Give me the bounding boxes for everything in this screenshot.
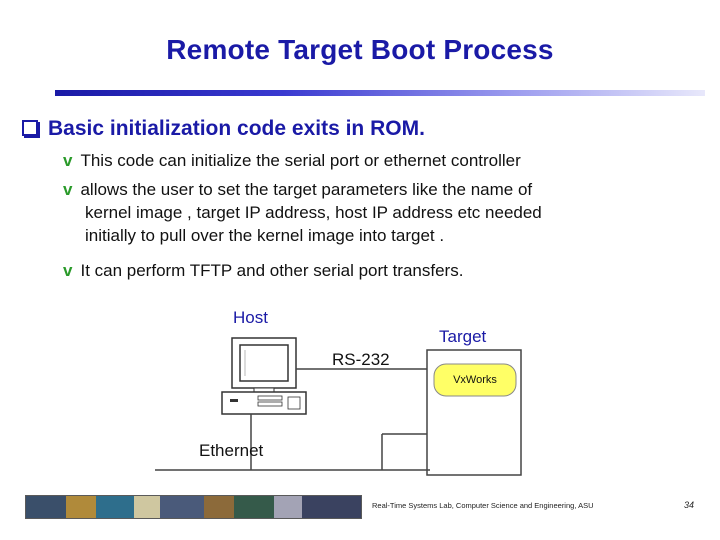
- sub-bullet-2: v allows the user to set the target param…: [63, 178, 663, 247]
- vxworks-label: VxWorks: [453, 374, 497, 386]
- diagram-drawing: [155, 337, 522, 476]
- target-board-icon: [426, 349, 522, 476]
- sub-bullet-2-line-1: allows the user to set the target parame…: [80, 180, 533, 199]
- footer-image-strip: [25, 495, 362, 519]
- title-underline: [55, 90, 705, 96]
- footer-text: Real-Time Systems Lab, Computer Science …: [372, 501, 594, 510]
- sub-bullet-2-line-2: kernel image , target IP address, host I…: [85, 203, 542, 222]
- sub-bullet-2-line-3: initially to pull over the kernel image …: [85, 226, 445, 245]
- checkbox-bullet-icon: [22, 120, 38, 136]
- main-bullet: Basic initialization code exits in ROM.: [22, 117, 425, 141]
- target-label: Target: [439, 327, 487, 346]
- host-computer-icon: [221, 337, 307, 415]
- check-bullet-icon: v: [63, 151, 73, 170]
- sub-bullet-1-text: This code can initialize the serial port…: [80, 151, 521, 170]
- slide-title: Remote Target Boot Process: [166, 34, 554, 65]
- sub-bullet-3: v It can perform TFTP and other serial po…: [63, 259, 463, 282]
- check-bullet-icon: v: [63, 261, 73, 280]
- main-bullet-text: Basic initialization code exits in ROM.: [48, 117, 425, 140]
- sub-bullet-3-text: It can perform TFTP and other serial por…: [80, 261, 464, 280]
- page-number: 34: [684, 500, 695, 510]
- rs232-label: RS-232: [332, 350, 390, 369]
- check-bullet-icon: v: [63, 180, 73, 199]
- ethernet-label: Ethernet: [199, 441, 264, 460]
- sub-bullet-1: v This code can initialize the serial por…: [63, 149, 521, 172]
- host-label: Host: [233, 308, 268, 327]
- boot-diagram: Host RS-232 Target Ethernet VxWorks: [150, 300, 550, 478]
